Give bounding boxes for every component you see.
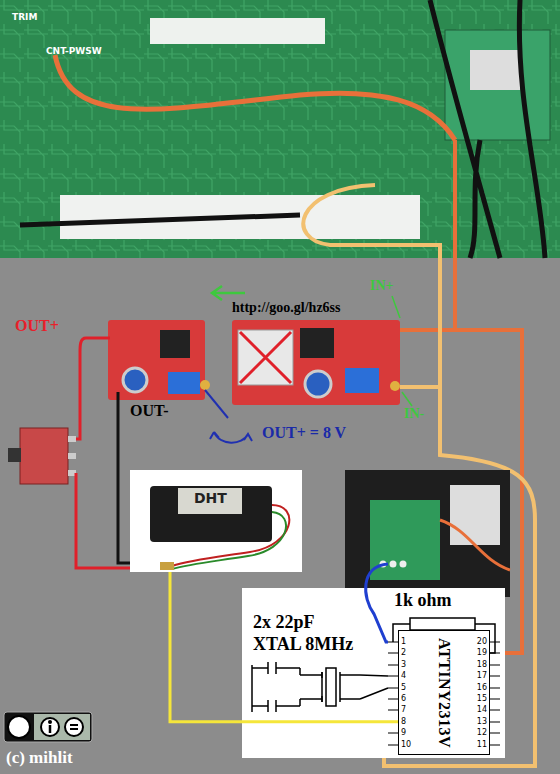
resistor-symbol [410, 618, 475, 630]
leader-line [392, 296, 400, 318]
pin [400, 561, 407, 568]
nd-mark [70, 725, 78, 729]
label: OUT- [130, 402, 169, 420]
trim-screw [200, 380, 210, 390]
pin-number: 13 [477, 717, 487, 726]
inductor [300, 328, 334, 358]
crystal-circuit [252, 662, 388, 712]
pin-number: 14 [477, 705, 487, 714]
connector [450, 485, 500, 545]
label: (c) mihlit [6, 748, 73, 768]
label: OUT+ = 8 V [262, 424, 346, 442]
node-text: XTAL 8MHz [253, 634, 353, 655]
adjust-arrow [210, 432, 252, 443]
pin-number: 2 [401, 648, 406, 657]
label: http://goo.gl/hz6ss [232, 300, 341, 316]
boost-board [108, 320, 205, 400]
by-mark [49, 725, 52, 733]
pin-number: 20 [477, 637, 487, 646]
connector [470, 50, 520, 90]
wire [440, 520, 510, 570]
connector-pin [160, 562, 174, 570]
usb-socket [238, 330, 293, 385]
pin-number: 10 [401, 740, 411, 749]
module-lead [172, 505, 289, 566]
pin-number: 16 [477, 683, 487, 692]
nd-icon [65, 718, 83, 736]
pin-number: 3 [401, 660, 406, 669]
terminal [68, 436, 76, 442]
label: CNT-PWSW [46, 46, 102, 56]
pin-number: 6 [401, 694, 406, 703]
pcb-traces [0, 0, 560, 258]
label: IN+ [370, 278, 394, 294]
ic-chip: ATTINY2313V [398, 630, 490, 755]
module-label [178, 488, 242, 514]
license-band [34, 714, 90, 740]
license-badge [4, 712, 92, 742]
crystal-plates [322, 672, 340, 702]
inductor [160, 330, 190, 358]
node-text: 1k ohm [394, 590, 452, 611]
label: OUT+ [15, 317, 59, 335]
pin-number: 15 [477, 694, 487, 703]
by-mark [48, 720, 52, 724]
label: IN- [404, 406, 424, 422]
pin-number: 17 [477, 671, 487, 680]
by-icon [41, 718, 59, 736]
schematic-panel: 2x 22pFXTAL 8MHz 1k ohmATTINY2313V [242, 588, 505, 758]
potentiometer [168, 372, 200, 394]
pin-number: 11 [477, 740, 487, 749]
signal-wire [170, 572, 398, 722]
pin-number: 7 [401, 705, 406, 714]
pin-number: 1 [401, 637, 406, 646]
terminal [390, 381, 400, 391]
cross-out [240, 332, 291, 383]
pin-number: 8 [401, 717, 406, 726]
pin-number: 5 [401, 683, 406, 692]
crystal-symbol [326, 668, 336, 706]
boost-board [232, 320, 400, 405]
direction-arrow [212, 286, 245, 300]
slide-switch [20, 428, 68, 484]
pin-number: 9 [401, 728, 406, 737]
module-lead [172, 512, 286, 569]
leader-line [402, 392, 412, 406]
leader-line [205, 390, 228, 418]
dht-module [150, 486, 272, 542]
blue-wire [366, 564, 388, 642]
capacitor [123, 368, 147, 392]
module-photo [130, 470, 302, 572]
node-text: ATTINY2313V [435, 637, 453, 747]
orange-wire [55, 55, 455, 140]
switch-knob [8, 448, 21, 462]
node-text: DHT [194, 490, 227, 506]
pin-number: 18 [477, 660, 487, 669]
cc-icon [8, 716, 30, 738]
small-board [370, 500, 440, 580]
pin-number: 19 [477, 648, 487, 657]
board-photo [345, 470, 510, 597]
potentiometer [345, 368, 379, 393]
label: TRIM [12, 12, 37, 22]
terminal [68, 453, 76, 459]
node-text: 2x 22pF [253, 612, 315, 633]
pin-number: 12 [477, 728, 487, 737]
black-wire [20, 215, 300, 225]
pin-number: 4 [401, 671, 406, 680]
pin [390, 561, 397, 568]
capacitor [305, 371, 331, 397]
dht-module: DHT [130, 470, 302, 572]
pcb-photo [0, 0, 560, 258]
tape [150, 18, 325, 44]
